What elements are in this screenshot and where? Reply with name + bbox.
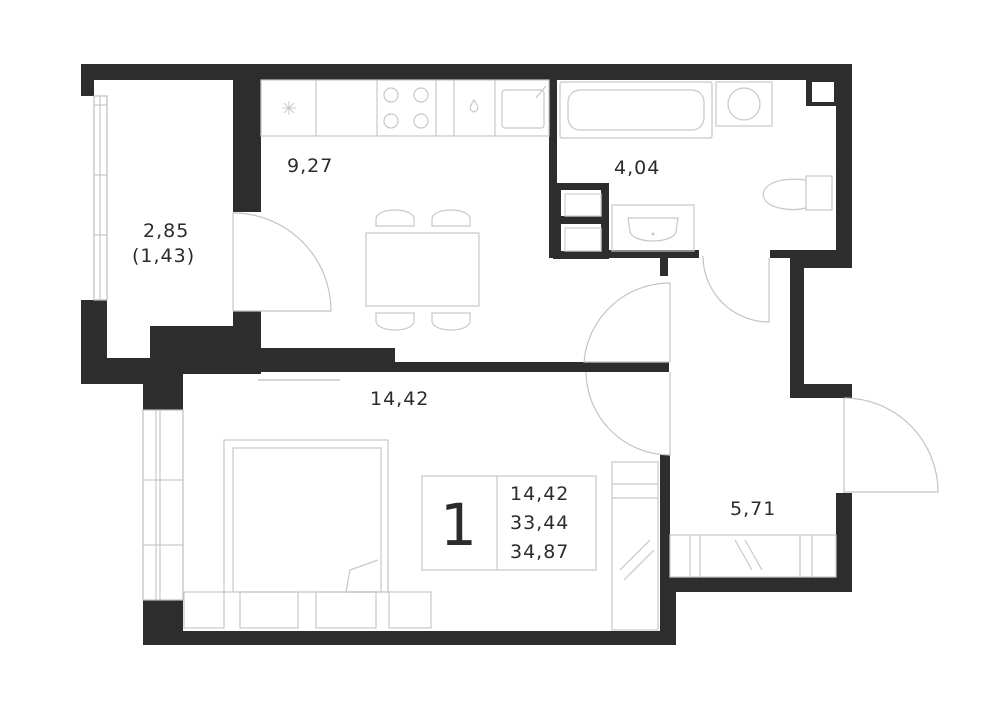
- kitchen-sink-icon: [501, 85, 547, 129]
- bathroom-sink: [611, 204, 695, 252]
- bathroom-bottom-wall-right: [770, 250, 836, 258]
- kitchen-counter: [260, 79, 550, 137]
- bathroom-area-label: 4,04: [614, 157, 660, 179]
- balcony-area-label: 2,85: [143, 220, 189, 242]
- entrance-door: [843, 397, 939, 493]
- bathroom-door-jamb: [660, 250, 668, 276]
- info-total-area-with-balcony: 34,87: [510, 541, 569, 563]
- bathtub: [559, 81, 713, 139]
- hall-right-wall-lower: [836, 493, 852, 592]
- info-total-area: 33,44: [510, 512, 569, 534]
- kitchen-area-label: 9,27: [287, 155, 333, 177]
- top-wall: [94, 64, 852, 80]
- kitchen-door: [583, 282, 671, 363]
- balcony-reduced-area-label: (1,43): [132, 245, 195, 267]
- balcony-left-wall: [81, 64, 94, 96]
- walls: [81, 64, 852, 645]
- bathroom-right-wall: [836, 64, 852, 268]
- balcony-window: [93, 95, 108, 301]
- bathroom-bottom-wall: [549, 250, 699, 258]
- living-hall-wall: [660, 455, 670, 631]
- apartment-info-box: 1 14,42 33,44 34,87: [421, 475, 597, 571]
- bathroom-door: [702, 255, 770, 323]
- living-wardrobe: [611, 461, 659, 631]
- corner-pier-left: [143, 358, 183, 410]
- fridge-icon: [282, 101, 296, 115]
- bathroom-left-wall: [549, 80, 557, 258]
- balcony-kitchen-wall-upper: [233, 64, 261, 212]
- shaft-void: [812, 82, 834, 102]
- doors: [232, 212, 939, 493]
- room-count: 1: [440, 491, 477, 559]
- hall-right-niche-bottom: [790, 384, 852, 398]
- bedside-right: [388, 591, 432, 629]
- dining-table: [365, 209, 480, 331]
- info-living-area: 14,42: [510, 483, 569, 505]
- bedside-left: [183, 591, 225, 629]
- kitchen-living-wall-thin: [183, 362, 669, 372]
- living-window: [142, 409, 184, 601]
- dishwasher-icon: [469, 98, 479, 113]
- living-bottom-wall: [143, 631, 676, 645]
- bed: [223, 439, 389, 629]
- hall-wardrobe: [669, 534, 837, 578]
- vent-block: [553, 183, 609, 259]
- toilet: [762, 175, 833, 211]
- hall-bottom-wall: [660, 577, 852, 592]
- windows: [93, 95, 340, 601]
- stove-icon: [383, 87, 429, 129]
- living-area-label: 14,42: [370, 388, 429, 410]
- balcony-door: [232, 212, 332, 312]
- hall-right-niche-side: [790, 254, 804, 396]
- living-door: [585, 371, 671, 456]
- hall-area-label: 5,71: [730, 498, 776, 520]
- washing-machine: [715, 81, 773, 127]
- kitchen-living-wall-thick: [183, 348, 395, 362]
